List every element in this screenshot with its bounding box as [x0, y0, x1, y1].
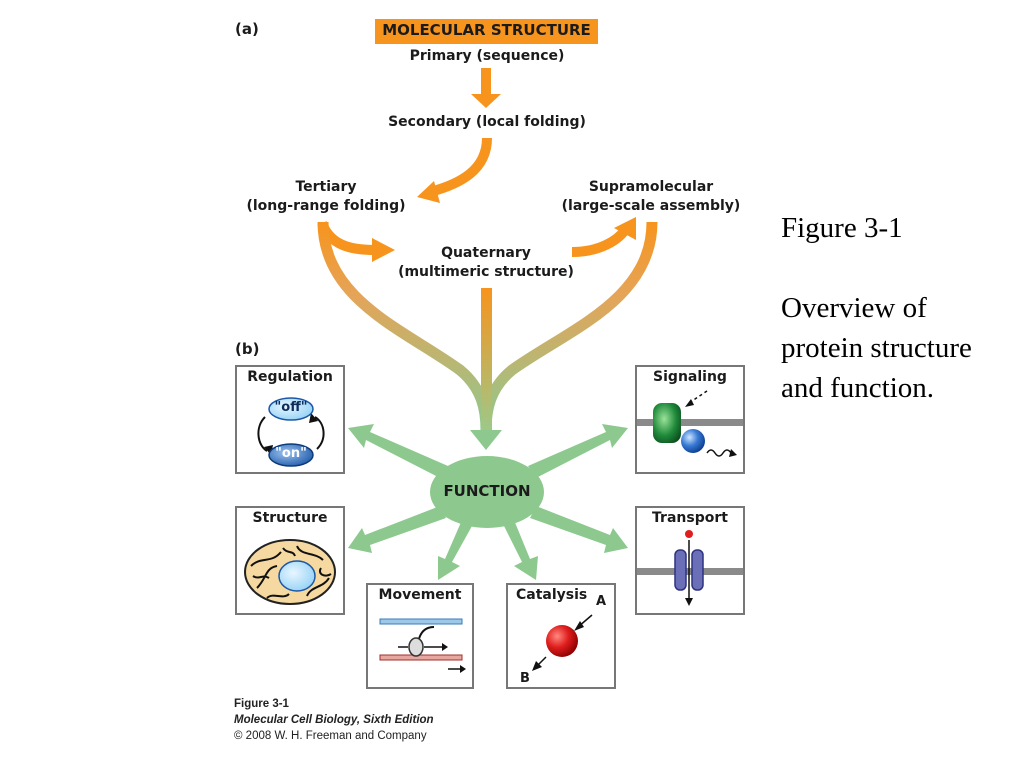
arrow-quaternary-supramolecular	[571, 217, 636, 257]
function-spokes	[348, 424, 628, 580]
membrane-channel-icon	[637, 530, 743, 606]
structure-title: Structure	[252, 510, 328, 526]
header-text: MOLECULAR STRUCTURE	[382, 21, 591, 39]
transport-panel: Transport	[635, 506, 745, 615]
function-ellipse	[430, 456, 544, 528]
receptor-signaling-icon	[637, 390, 743, 457]
tertiary-line-1: Tertiary	[295, 179, 357, 195]
credit-figure: Figure 3-1	[234, 698, 289, 710]
regulation-cycle-icon	[257, 397, 325, 467]
supramolecular-line-2: (large-scale assembly)	[561, 198, 741, 214]
quaternary-line-1: Quaternary	[441, 245, 531, 261]
caption-line-1: Overview of	[781, 292, 927, 324]
transport-title: Transport	[652, 510, 728, 526]
substrate-a-label: A	[596, 594, 607, 609]
arrow-secondary-tertiary	[417, 137, 492, 203]
credit-copyright: © 2008 W. H. Freeman and Company	[234, 730, 427, 742]
arrow-primary-secondary	[471, 68, 501, 108]
signaling-title: Signaling	[653, 369, 727, 385]
header-bar	[375, 19, 598, 44]
arrows-to-function	[317, 221, 658, 450]
catalysis-title: Catalysis	[516, 587, 588, 603]
structure-panel: Structure	[235, 506, 345, 615]
signaling-panel: Signaling	[635, 365, 745, 474]
function-label: FUNCTION	[443, 482, 531, 500]
movement-title: Movement	[378, 587, 462, 603]
quaternary-line-2: (multimeric structure)	[398, 264, 574, 280]
movement-panel: Movement	[366, 583, 474, 689]
quaternary-label: Quaternary (multimeric structure)	[388, 244, 584, 282]
primary-label: Primary (sequence)	[409, 48, 565, 64]
supramolecular-label: Supramolecular (large-scale assembly)	[553, 178, 749, 216]
supramolecular-line-1: Supramolecular	[588, 179, 714, 195]
enzyme-icon	[532, 614, 593, 671]
caption-title: Figure 3-1	[781, 212, 903, 244]
off-label: "off"	[274, 400, 308, 415]
product-b-label: B	[520, 671, 530, 686]
part-a-label: (a)	[235, 20, 259, 38]
tertiary-label: Tertiary (long-range folding)	[228, 178, 424, 216]
cell-cytoskeleton-icon	[244, 539, 336, 605]
catalysis-panel: Catalysis A B	[506, 583, 616, 689]
caption-line-2: protein structure	[781, 332, 972, 364]
regulation-panel: Regulation "off" "on"	[235, 365, 345, 474]
tertiary-line-2: (long-range folding)	[246, 198, 406, 214]
caption-line-3: and function.	[781, 372, 935, 404]
part-b-label: (b)	[235, 340, 260, 358]
motor-protein-icon	[379, 618, 466, 673]
regulation-title: Regulation	[247, 369, 333, 385]
credit-book: Molecular Cell Biology, Sixth Edition	[234, 714, 434, 726]
secondary-label: Secondary (local folding)	[388, 114, 586, 130]
on-label: "on"	[275, 446, 307, 461]
